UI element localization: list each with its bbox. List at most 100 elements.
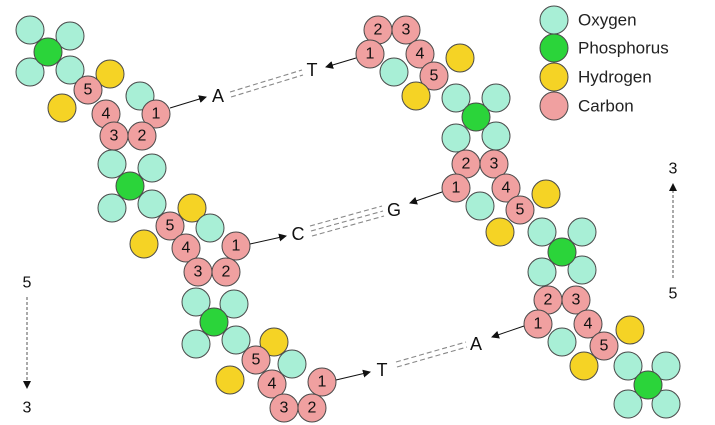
direction-label: 3 [669, 161, 678, 178]
hydrogen-atom [531, 179, 561, 209]
phosphate-group-left-2 [97, 149, 167, 223]
base-letter: A [212, 86, 224, 106]
oxygen-atom [547, 327, 577, 357]
carbon-atom [573, 309, 603, 339]
legend-label: Phosphorus [578, 39, 669, 58]
legend-item-phosphorus: Phosphorus [539, 33, 669, 63]
carbon-atom [297, 393, 327, 423]
legend-swatch-hydrogen [539, 62, 569, 92]
carbon-atom [523, 309, 553, 339]
hydrogen-bond [310, 210, 384, 232]
phosphate-group-left-3 [181, 287, 251, 359]
base-pair-3: T A [335, 325, 525, 381]
oxygen-atom [181, 329, 211, 359]
legend: Oxygen Phosphorus Hydrogen Carbon [539, 5, 669, 121]
carbon-atom [171, 233, 201, 263]
oxygen-atom [97, 193, 127, 223]
base-pair-2: C G [249, 191, 443, 245]
carbon-number: 5 [516, 202, 525, 219]
hydrogen-atom [129, 229, 159, 259]
oxygen-atom [613, 389, 643, 419]
carbon-atom [241, 345, 271, 375]
carbon-number: 5 [252, 352, 261, 369]
carbon-number: 1 [152, 106, 161, 123]
carbon-number: 3 [280, 400, 289, 417]
hydrogen-bond [230, 74, 304, 98]
legend-swatch-carbon [539, 91, 569, 121]
hydrogen-bond [309, 205, 383, 227]
carbon-atom [155, 211, 185, 241]
oxygen-atom [613, 351, 643, 381]
carbon-number: 2 [544, 292, 553, 309]
oxygen-atom [55, 55, 85, 85]
bond-arrow [169, 95, 207, 109]
carbon-number: 5 [84, 82, 93, 99]
oxygen-atom [481, 83, 511, 113]
bond-arrow [325, 57, 357, 69]
phosphorus-atom [33, 37, 63, 67]
bond-arrow [249, 233, 287, 245]
base-letter: T [377, 360, 388, 380]
hydrogen-atom [259, 327, 289, 357]
base-letter: T [307, 60, 318, 80]
sugar-right-2: 2 3 1 4 5 [441, 149, 561, 247]
base-letter: C [292, 224, 305, 244]
oxygen-atom [55, 21, 85, 51]
phosphorus-atom [461, 102, 491, 132]
carbon-number: 2 [308, 400, 317, 417]
sugar-left-3: 5 4 1 3 2 [215, 327, 337, 423]
legend-label: Carbon [578, 97, 634, 116]
carbon-number: 2 [462, 156, 471, 173]
sugar-left-2: 5 4 1 3 2 [129, 193, 251, 287]
carbon-number: 4 [182, 240, 191, 257]
hydrogen-atom [215, 365, 245, 395]
bond-arrow [335, 369, 371, 381]
hydrogen-atom [47, 93, 77, 123]
carbon-atom [505, 195, 535, 225]
phosphorus-atom [115, 171, 145, 201]
carbon-atom [441, 173, 471, 203]
hydrogen-atom [445, 43, 475, 73]
oxygen-atom [137, 153, 167, 183]
carbon-atom [73, 75, 103, 105]
oxygen-atom [651, 389, 681, 419]
legend-swatch-oxygen [539, 5, 569, 35]
carbon-atom [141, 99, 171, 129]
oxygen-atom [97, 149, 127, 179]
hydrogen-bond [229, 69, 303, 93]
oxygen-atom [465, 191, 495, 221]
carbon-number: 1 [534, 316, 543, 333]
base-letter: G [387, 200, 401, 220]
bond-arrow [491, 325, 525, 339]
oxygen-atom [567, 255, 597, 285]
legend-label: Oxygen [578, 11, 637, 30]
carbon-number: 1 [318, 374, 327, 391]
carbon-number: 3 [490, 156, 499, 173]
carbon-number: 1 [232, 238, 241, 255]
carbon-atom [127, 121, 157, 151]
carbon-atom [211, 257, 241, 287]
direction-label: 3 [23, 400, 32, 417]
legend-label: Hydrogen [578, 68, 652, 87]
carbon-number: 5 [430, 68, 439, 85]
oxygen-atom [137, 189, 167, 219]
legend-item-oxygen: Oxygen [539, 5, 637, 35]
bond-arrow [409, 191, 443, 205]
carbon-number: 4 [502, 180, 511, 197]
oxygen-atom [651, 351, 681, 381]
oxygen-atom [277, 349, 307, 379]
carbon-atom [419, 61, 449, 91]
phosphate-group-right-3 [613, 351, 681, 419]
phosphate-group-right-1 [441, 83, 511, 153]
carbon-atom [561, 285, 591, 315]
direction-label: 5 [669, 286, 678, 303]
direction-label: 5 [23, 275, 32, 292]
oxygen-atom [441, 123, 471, 153]
carbon-atom [589, 331, 619, 361]
oxygen-atom [441, 83, 471, 113]
oxygen-atom [379, 57, 409, 87]
sugar-right-3: 2 3 1 4 5 [523, 285, 645, 381]
hydrogen-atom [401, 81, 431, 111]
oxygen-atom [15, 57, 45, 87]
